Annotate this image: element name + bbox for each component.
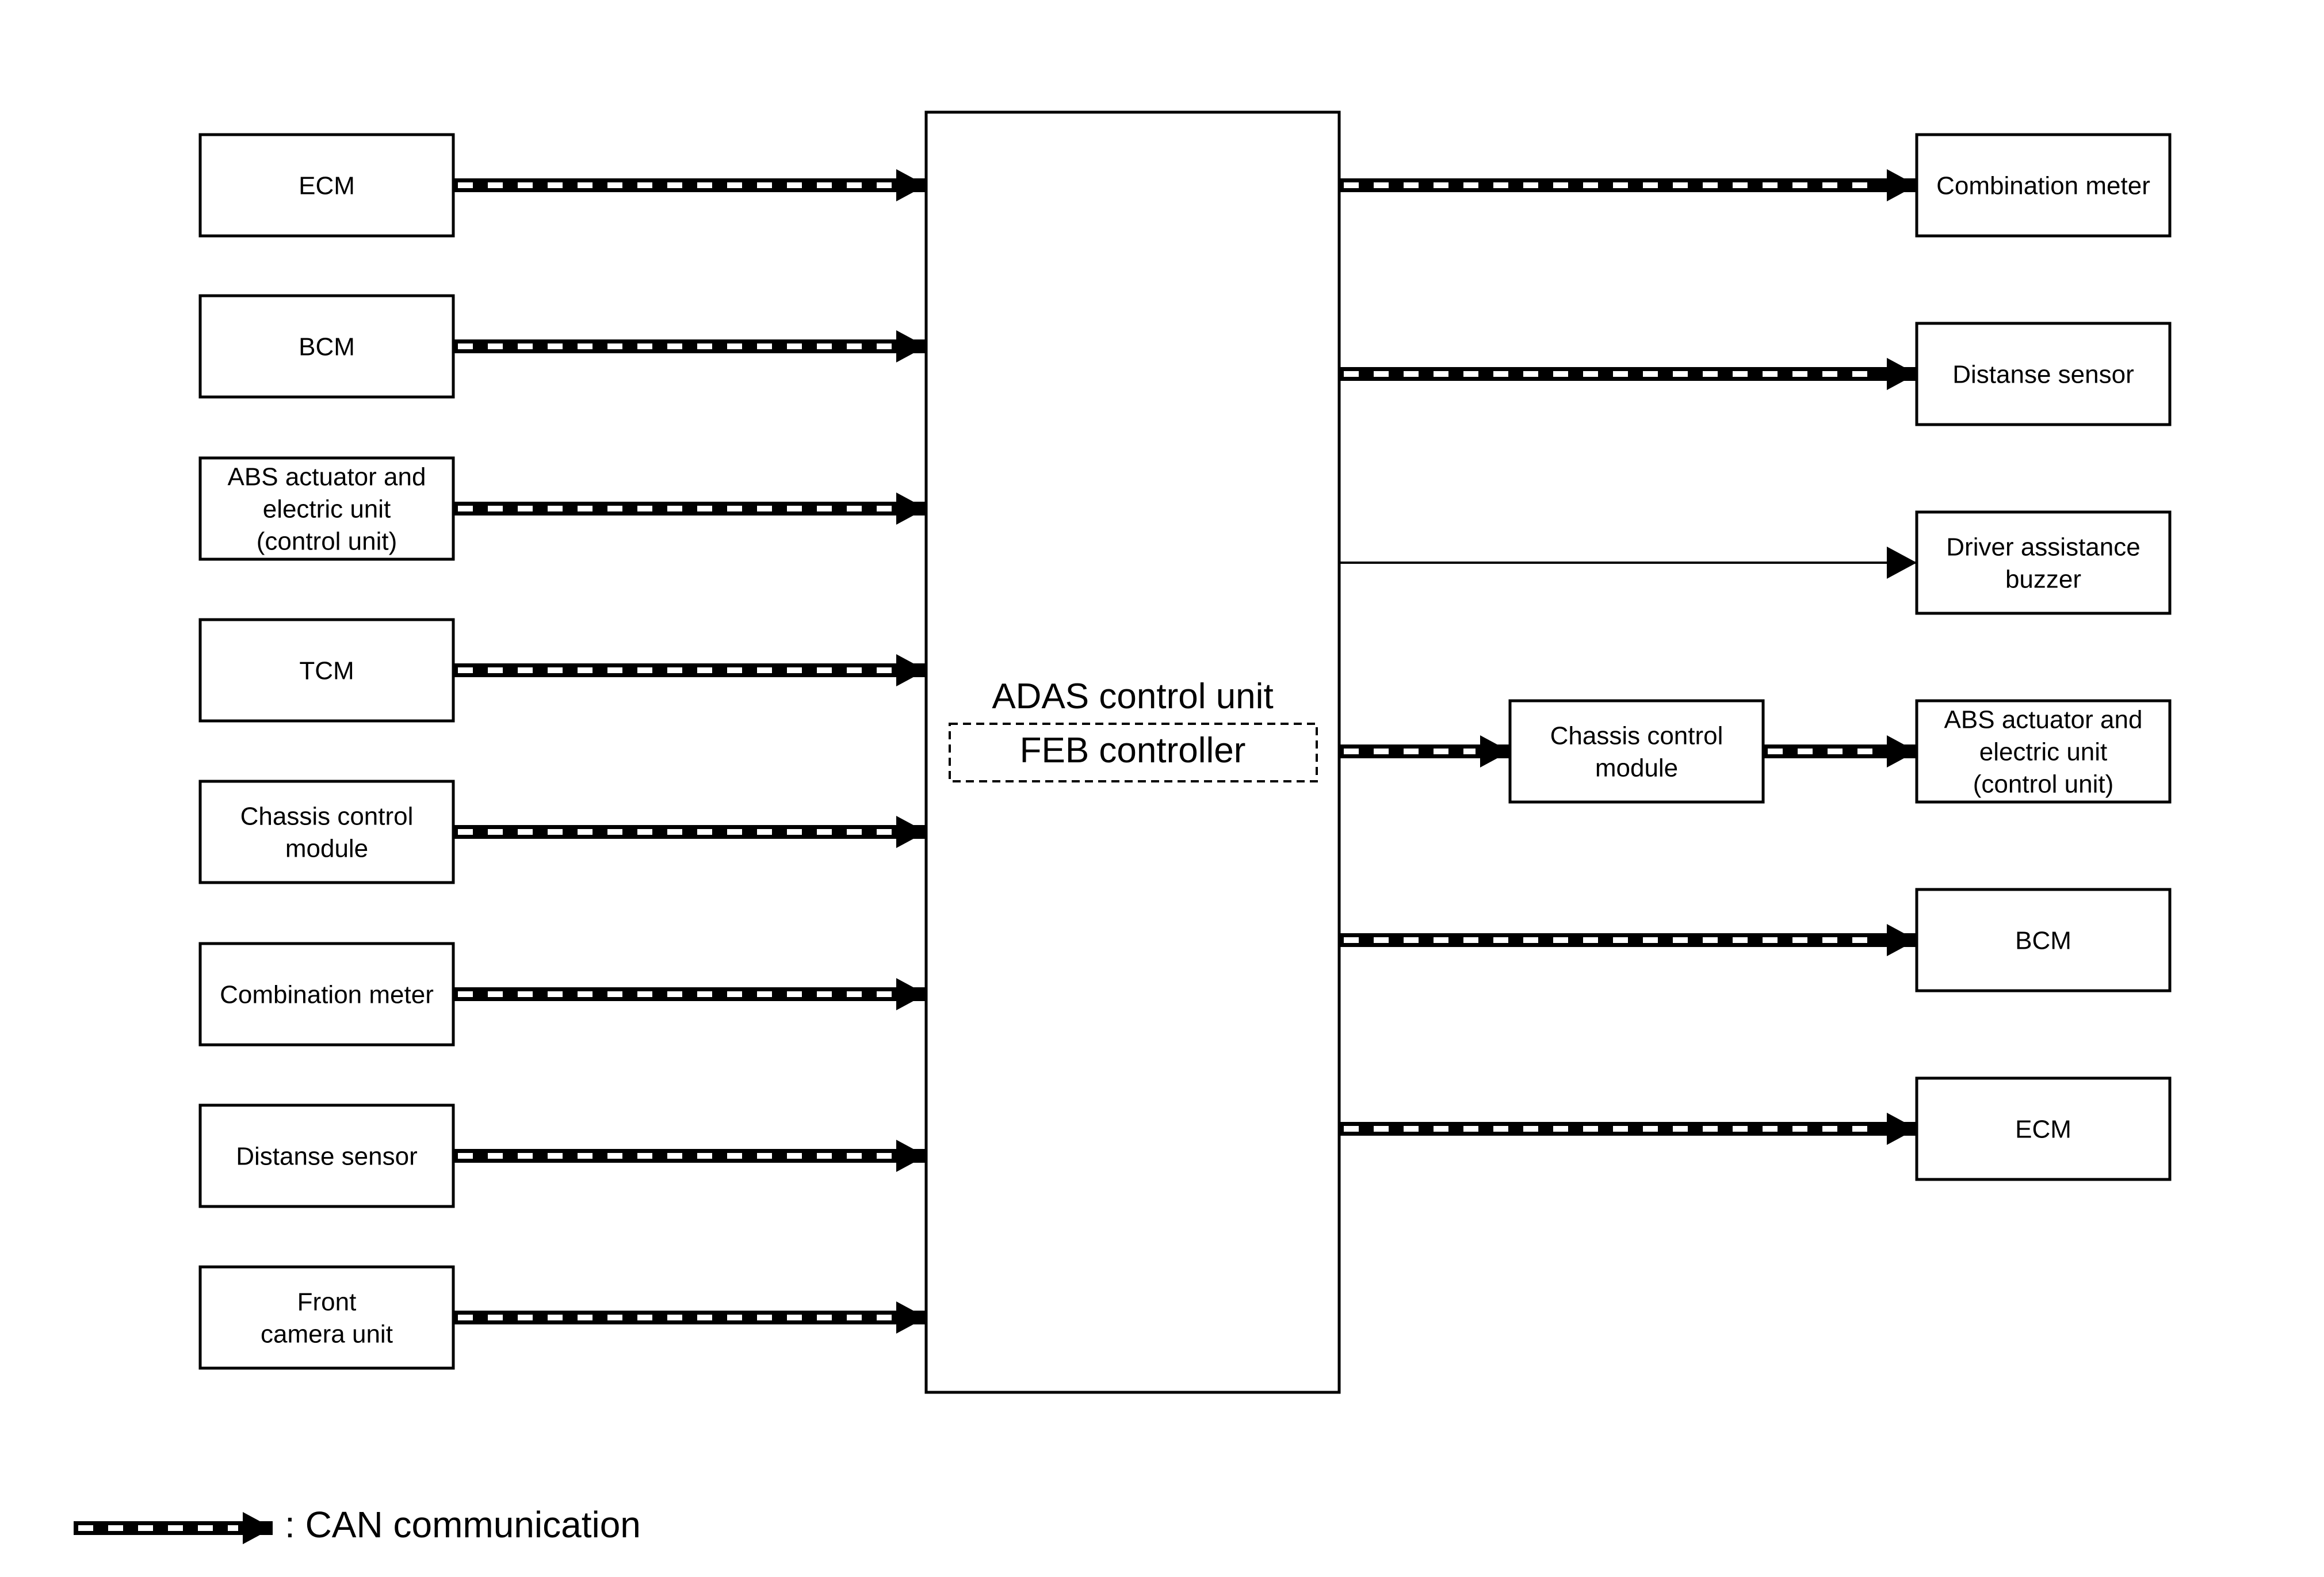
input-abs-actuator-and-electric-unit-control-unit-box: ABS actuator and electric unit (control un… xyxy=(198,456,455,561)
component-boxes: ECM BCM ABS actuator and electric unit (cont… xyxy=(198,133,2172,1370)
input-distanse-sensor-box: Distanse sensor xyxy=(198,1103,455,1208)
adas-control-unit-title: ADAS control unit xyxy=(992,677,1273,716)
output-ecm-box: ECM xyxy=(1915,1076,2172,1181)
input-abs-actuator-and-electric-unit-control-unit-box-label-line: ABS actuator and xyxy=(228,463,426,491)
input-combination-meter-box-label-line: Combination meter xyxy=(220,980,434,1009)
feb-controller-label: FEB controller xyxy=(1020,731,1246,770)
input-abs-actuator-and-electric-unit-control-unit-box-label-line: electric unit xyxy=(263,495,391,523)
output-via-chassis-control-module-box-label-line: module xyxy=(1595,754,1678,782)
input-abs-actuator-and-electric-unit-control-unit-box-label-line: (control unit) xyxy=(257,527,397,555)
input-front-camera-unit-box: Front camera unit xyxy=(198,1265,455,1370)
output-driver-assistance-buzzer-box-label-line: buzzer xyxy=(2005,565,2081,593)
output-distanse-sensor-box-label-line: Distanse sensor xyxy=(1952,360,2134,388)
output-abs-actuator-and-electric-unit-control-unit-box-label-line: electric unit xyxy=(1979,738,2108,766)
output-abs-actuator-and-electric-unit-control-unit-box-label-line: (control unit) xyxy=(1973,770,2114,798)
output-abs-actuator-and-electric-unit-control-unit-box-label-line: ABS actuator and xyxy=(1944,705,2143,734)
input-chassis-control-module-box-label-line: Chassis control xyxy=(240,802,414,830)
output-via-chassis-control-module-box: Chassis control module xyxy=(1508,699,1765,804)
output-bcm-box-label-line: BCM xyxy=(2015,926,2071,954)
connections xyxy=(453,169,1917,1334)
output-via-chassis-control-module-box-label-line: Chassis control xyxy=(1550,721,1723,750)
feb-controller-box xyxy=(949,723,1318,782)
output-distanse-sensor-box: Distanse sensor xyxy=(1915,322,2172,426)
input-bcm-box-label-line: BCM xyxy=(299,333,355,361)
output-abs-actuator-and-electric-unit-control-unit-box: ABS actuator and electric unit (control un… xyxy=(1915,699,2172,804)
output-combination-meter-box-label-line: Combination meter xyxy=(1936,171,2150,200)
input-tcm-box-label-line: TCM xyxy=(299,656,354,685)
output-driver-assistance-buzzer-box: Driver assistance buzzer xyxy=(1915,510,2172,615)
input-tcm-box: TCM xyxy=(198,618,455,723)
legend-can-label: : CAN communication xyxy=(285,1504,641,1545)
input-ecm-box: ECM xyxy=(198,133,455,238)
legend: : CAN communication xyxy=(74,1504,641,1545)
input-chassis-control-module-box: Chassis control module xyxy=(198,780,455,884)
output-driver-assistance-buzzer-box-label-line: Driver assistance xyxy=(1946,533,2140,561)
adas-control-unit: ADAS control unit FEB controller xyxy=(924,110,1341,1394)
input-distanse-sensor-box-label-line: Distanse sensor xyxy=(236,1142,417,1170)
input-bcm-box: BCM xyxy=(198,294,455,399)
input-front-camera-unit-box-label-line: camera unit xyxy=(261,1320,393,1348)
input-chassis-control-module-box-label-line: module xyxy=(285,834,368,862)
input-front-camera-unit-box-label-line: Front xyxy=(297,1288,357,1316)
output-ecm-box-label-line: ECM xyxy=(2015,1115,2071,1143)
output-combination-meter-box: Combination meter xyxy=(1915,133,2172,238)
input-ecm-box-label-line: ECM xyxy=(299,171,355,200)
input-combination-meter-box: Combination meter xyxy=(198,942,455,1047)
output-bcm-box: BCM xyxy=(1915,888,2172,992)
